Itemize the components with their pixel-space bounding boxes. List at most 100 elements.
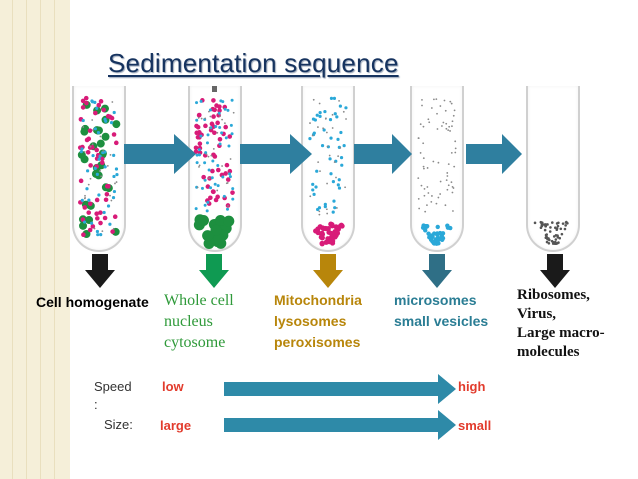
particle [110,229,115,234]
particle [333,161,336,164]
particle [84,194,86,197]
particle [82,205,88,210]
particle [115,181,118,183]
particle [96,233,100,237]
label-cell-homogenate: Cell homogenate [36,294,149,310]
particle [227,168,233,174]
particle [419,123,422,126]
particle [206,133,210,137]
particle [196,112,202,118]
particle [205,184,211,189]
particle [331,180,335,184]
particle [100,175,103,178]
particle [230,98,234,102]
particle [420,225,426,230]
particle [107,114,113,120]
particle [87,128,93,133]
particle [311,188,315,192]
particle [101,132,110,141]
particle [559,227,563,231]
particle [545,240,549,244]
down-arrow-icon [199,254,229,288]
particle [220,131,224,135]
particle [108,222,112,226]
particle [193,145,199,151]
particle [92,129,95,131]
particle [223,124,228,130]
particle [421,98,423,101]
particle [230,190,235,195]
particle [91,119,94,121]
particle [210,154,213,157]
particle [439,180,442,183]
particle [315,169,319,173]
particle [94,211,99,217]
particle [221,165,223,167]
particle [111,132,117,137]
particle [227,134,233,139]
particle [200,186,204,190]
particle [339,146,342,149]
particle [195,101,199,105]
particle [80,147,84,151]
particle [437,161,440,164]
particle [212,130,217,136]
particle [209,121,215,127]
particle [229,123,233,127]
particle [217,108,222,113]
particle [110,199,113,202]
particle [216,164,220,168]
particle [96,130,101,135]
particle [311,134,314,137]
particle [312,131,316,135]
particle [423,194,426,197]
particle [83,95,89,101]
particle [312,192,316,196]
particle [104,119,108,123]
particle [84,137,90,143]
down-arrow-icon [85,254,115,288]
particle [113,140,119,146]
label-ribosomes: Ribosomes, Virus, Large macro- molecules [517,287,605,360]
particle [422,165,425,168]
particle [441,125,443,127]
particle [215,167,221,173]
particle [426,186,429,188]
particle [87,201,93,207]
particle [533,221,537,225]
particle [435,98,438,101]
particle [208,110,210,113]
particle [422,142,425,145]
particle [426,204,428,207]
particle [109,153,112,156]
label-microsomes: microsomes small vesicles [394,292,489,329]
speed-high: high [458,379,486,394]
particle [439,105,442,107]
particle [426,231,431,236]
particle [332,199,336,203]
particle [84,100,89,106]
particle [221,100,225,104]
particle [451,120,454,123]
particle [555,222,559,225]
particle [436,241,441,246]
particle [423,167,425,170]
particle [453,109,456,112]
particle [218,126,222,130]
particle [555,227,559,230]
particle [325,226,331,232]
particle [450,102,453,105]
particle [209,186,213,190]
particle [318,210,321,213]
particle [319,170,321,172]
particle [421,104,423,107]
particle [323,205,327,209]
particle [554,234,558,237]
particle [98,99,104,104]
particle [98,220,103,226]
particle [78,178,84,184]
particle [79,221,88,230]
particle [109,121,114,125]
particle [452,210,454,212]
particle [427,192,430,194]
